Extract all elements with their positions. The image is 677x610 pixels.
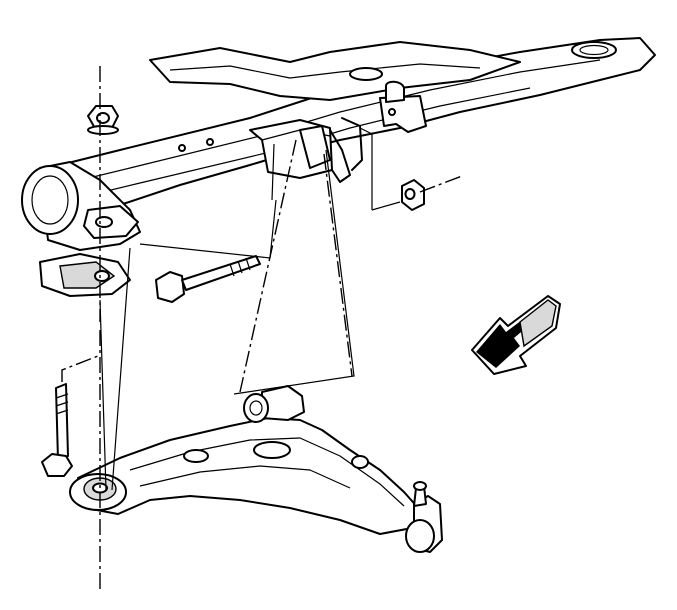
front-direction-arrow-icon: [471, 295, 561, 375]
front-suspension-crossmember: [21, 37, 656, 297]
rear-bushing-bolt: [41, 383, 73, 477]
front-bushing-bolt: [155, 255, 261, 303]
front-bushing-nut: [401, 179, 425, 211]
rear-bushing-nut: [87, 105, 119, 135]
assembly-centerlines: [61, 66, 463, 590]
lower-control-arm: [69, 385, 421, 535]
ball-joint: [405, 481, 443, 553]
alignment-leaders: [99, 127, 401, 491]
